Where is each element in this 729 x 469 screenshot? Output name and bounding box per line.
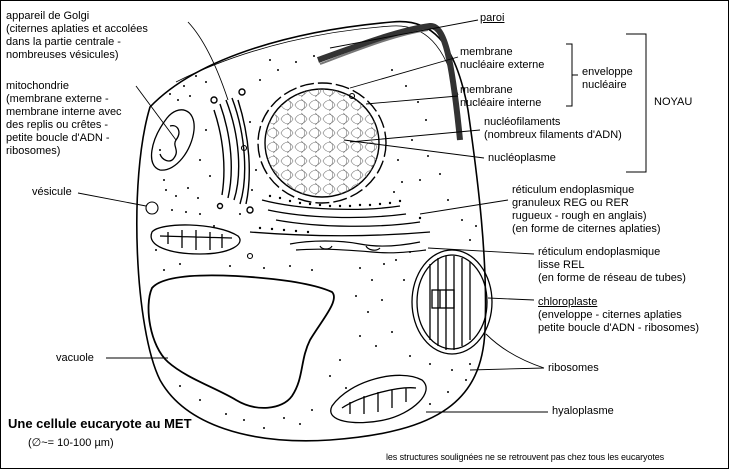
label-inner-nuclear-membrane: membrane nucléaire interne: [460, 84, 542, 109]
label-cell-wall: paroi: [480, 12, 505, 24]
label-golgi: appareil de Golgi (citernes aplaties et …: [6, 10, 148, 61]
figure-title: Une cellule eucaryote au MET: [8, 416, 192, 431]
cytoplasm-ribosomes: [155, 55, 477, 429]
chloroplast: [411, 249, 493, 355]
label-ribosomes: ribosomes: [548, 362, 599, 374]
label-mitochondrion: mitochondrie (membrane externe - membran…: [6, 80, 122, 157]
label-outer-nuclear-membrane: membrane nucléaire externe: [460, 46, 545, 71]
label-vacuole: vacuole: [56, 352, 94, 364]
label-vesicle: vésicule: [32, 186, 72, 198]
label-nucleoplasm: nucléoplasme: [488, 152, 556, 164]
mitochondrion-bottom: [330, 374, 427, 424]
golgi-apparatus: [210, 88, 254, 214]
cell-membrane: [136, 20, 487, 442]
rough-er: [249, 199, 431, 237]
label-hyaloplasm: hyaloplasme: [552, 405, 614, 417]
label-chloroplast-desc: (enveloppe - citernes aplaties petite bo…: [538, 309, 700, 334]
footnote: les structures soulignées ne se retrouve…: [386, 452, 665, 462]
mitochondrion-middle: [150, 224, 241, 255]
nucleus: [257, 82, 387, 204]
size-note: (∅~= 10-100 µm): [28, 437, 114, 449]
smooth-er: [289, 240, 427, 254]
label-chloroplast: chloroplaste: [538, 296, 598, 308]
label-rough-er: réticulum endoplasmique granuleux REG ou…: [512, 184, 661, 235]
rough-er-ribosomes: [258, 194, 422, 234]
cell-wall: [316, 23, 463, 141]
mitochondrion-left: [150, 109, 195, 171]
label-nucleus: NOYAU: [654, 96, 693, 108]
vesicles: [145, 92, 356, 260]
vacuole: [147, 274, 335, 409]
label-nucleofilaments: nucléofilaments (nombreux filaments d'AD…: [484, 116, 622, 141]
label-smooth-er: réticulum endoplasmique lisse REL (en fo…: [538, 246, 686, 284]
label-nuclear-envelope: enveloppe nucléaire: [582, 66, 633, 91]
brackets: [566, 33, 647, 173]
leader-lines: [77, 19, 548, 413]
